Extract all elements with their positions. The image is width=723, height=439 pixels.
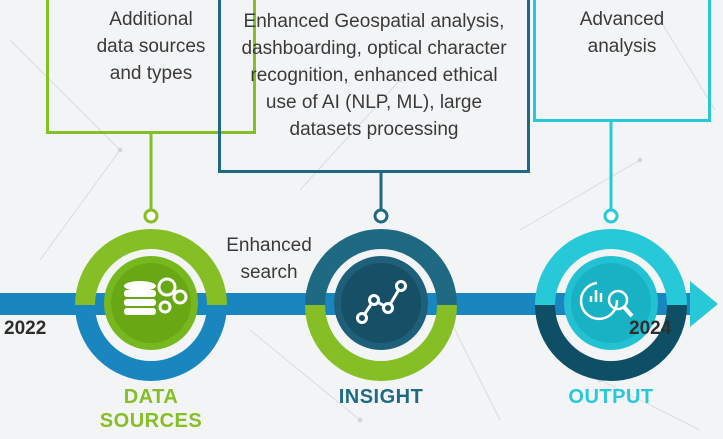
label-line: INSIGHT [338, 386, 424, 408]
callout-line: datasets processing [289, 119, 459, 140]
leader-dot [603, 208, 619, 224]
callout-line: Advanced [579, 9, 665, 30]
stage-insight [305, 229, 457, 381]
stage-data-sources [75, 229, 227, 381]
analytics-magnifier-icon [579, 281, 634, 321]
callout-line: analysis [587, 36, 657, 57]
stage-output [535, 229, 687, 381]
ring-upper-arc [535, 229, 687, 306]
ring-lower-arc [535, 304, 687, 381]
stage-label-data-sources: DATA SOURCES [96, 385, 206, 433]
callout-line: and types [109, 63, 193, 84]
ring-lower-arc [75, 304, 227, 381]
connector-line: Enhanced [226, 235, 312, 256]
callout-insight: Enhanced Geospatial analysis, dashboardi… [218, 0, 530, 173]
leader-dot [143, 208, 159, 224]
timeline-arrowhead [690, 281, 718, 327]
callout-output: Advanced analysis [533, 0, 711, 122]
stage-disc-inner [571, 263, 651, 343]
end-year: 2024 [629, 318, 672, 339]
stage-label-output: OUTPUT [551, 385, 671, 409]
start-year: 2022 [4, 318, 47, 339]
database-gears-icon [124, 277, 188, 315]
label-line: DATA [123, 386, 179, 408]
callout-line: Enhanced Geospatial analysis, [243, 11, 505, 32]
callout-line: dashboarding, optical character [241, 38, 507, 59]
network-nodes-icon [356, 280, 407, 324]
callout-line: Additional [109, 9, 193, 30]
callout-line: use of AI (NLP, ML), large [265, 92, 483, 113]
stage-label-insight: INSIGHT [321, 385, 441, 409]
ring-upper-arc [305, 229, 457, 306]
ring-upper-arc [75, 229, 227, 306]
ring-lower-arc [305, 304, 457, 381]
label-line: OUTPUT [568, 386, 654, 408]
callout-data-sources: Additional data sources and types [46, 0, 256, 134]
callout-line: data sources [96, 36, 206, 57]
callout-line: recognition, enhanced ethical [250, 65, 498, 86]
label-line: SOURCES [99, 410, 203, 432]
enhanced-search-label: Enhanced search [219, 232, 319, 286]
leader-dot [373, 208, 389, 224]
connector-line: search [240, 262, 298, 283]
